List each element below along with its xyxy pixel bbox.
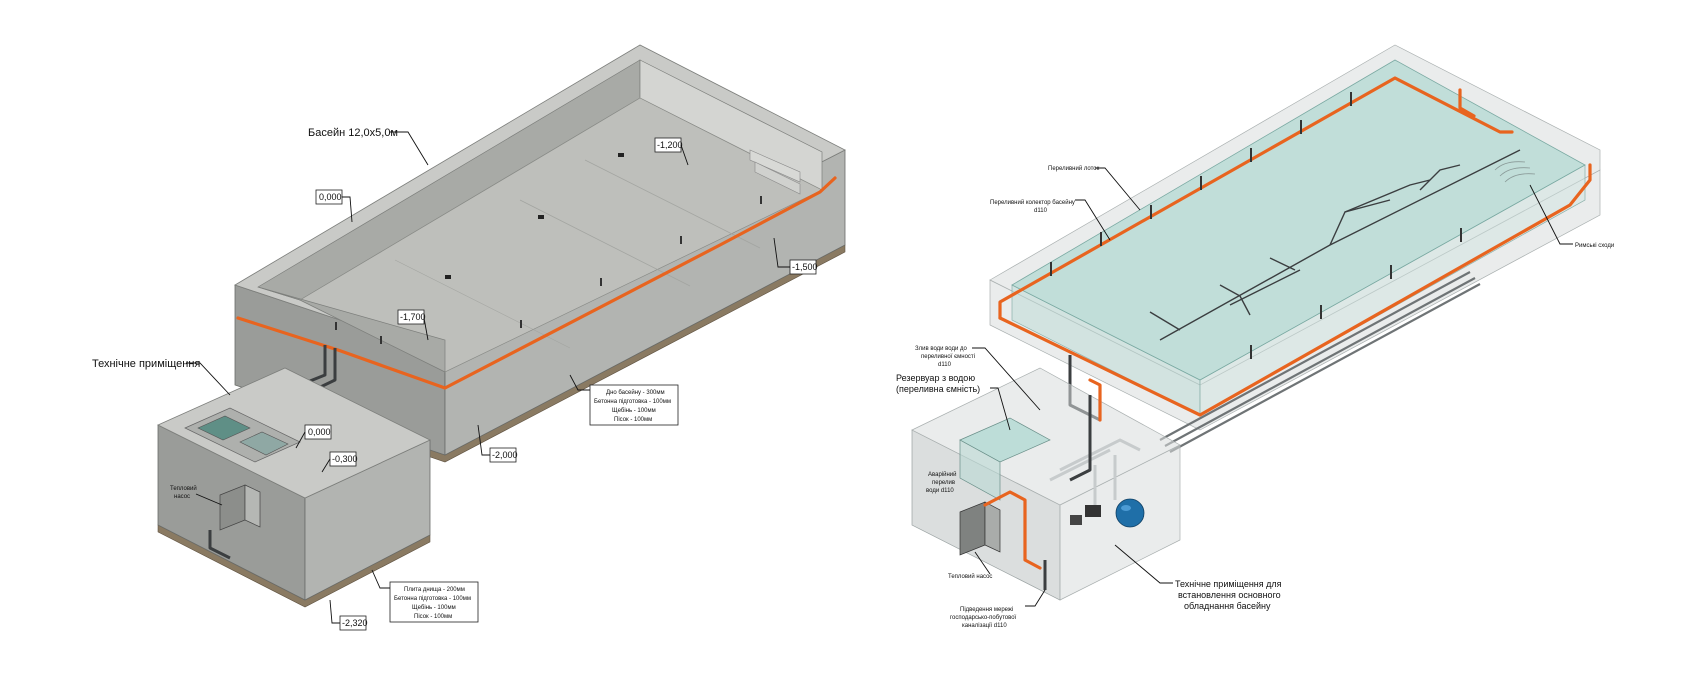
- tech-room-label-right: Технічне приміщення для: [1175, 579, 1282, 589]
- room-level-tag-2320: -2,320: [342, 618, 368, 628]
- level-tag-2000: -2,000: [492, 450, 518, 460]
- drain-label-2: переливної ємності: [921, 354, 975, 360]
- pool-inner-wall-left: [257, 286, 446, 373]
- room-level-tag-0000: 0,000: [308, 427, 331, 437]
- drain-label: Злив води води до: [915, 346, 968, 352]
- right-annotations: Переливний лоток Переливний колектор бас…: [896, 165, 1614, 629]
- tech-room-title-label: Технічне приміщення: [92, 358, 200, 370]
- overflow-collector-pipe: [236, 176, 837, 390]
- pool-title-label: Басейн 12,0х5,0м: [308, 127, 398, 139]
- overflow-collector-label-2: d110: [1034, 208, 1048, 214]
- level-tag-1700: -1,700: [400, 312, 426, 322]
- roman-stairs-label: Римські сходи: [1575, 243, 1614, 249]
- room-roof-ghost: [911, 367, 1181, 506]
- floor-drain: [618, 153, 624, 157]
- tech-room-label-right-2: встановлення основного: [1178, 590, 1281, 600]
- overflow-collector-label: Переливний колектор басейну: [990, 199, 1075, 206]
- right-transparent-pool-model: [989, 44, 1601, 453]
- pool-bottom-spec-box: Дно басейну - 300мм Бетонна підготовка -…: [569, 374, 679, 426]
- reservoir-label-2: (переливна ємність): [896, 384, 980, 394]
- overflow-collector-pipe-right: [998, 163, 1592, 417]
- spec-line: Плита днища - 200мм: [404, 587, 465, 593]
- spec-line: Пісок - 100мм: [414, 614, 452, 620]
- level-tag-1500: -1,500: [792, 262, 818, 272]
- left-annotations: Басейн 12,0х5,0м Технічне приміщення 0,0…: [92, 127, 818, 631]
- tech-room-label-right-3: обладнання басейну: [1184, 601, 1271, 611]
- overflow-gutter-label: Переливний лоток: [1048, 165, 1100, 172]
- emergency-overflow-label-2: перелив: [932, 480, 955, 486]
- left-heat-pump-label-2: насос: [174, 494, 190, 500]
- reservoir-label: Резервуар з водою: [896, 373, 975, 383]
- spec-line: Пісок - 100мм: [614, 417, 652, 423]
- floor-drain: [538, 215, 544, 219]
- filter-tank: [1115, 498, 1145, 528]
- spec-line: Бетонна підготовка - 100мм: [594, 399, 671, 405]
- room-slab-spec-box: Плита днища - 200мм Бетонна підготовка -…: [371, 569, 479, 623]
- spec-line: Дно басейну - 300мм: [606, 389, 665, 396]
- emergency-overflow-label: Аварійний: [928, 471, 957, 478]
- level-tag-0000: 0,000: [319, 192, 342, 202]
- left-concrete-pool-model: [234, 44, 846, 463]
- left-tech-room-model: [157, 367, 431, 608]
- floor-drain: [445, 275, 451, 279]
- level-tag-1200: -1,200: [657, 140, 683, 150]
- emergency-overflow-label-3: води d110: [926, 488, 954, 494]
- spec-line: Бетонна підготовка - 100мм: [394, 596, 471, 602]
- drain-label-3: d110: [938, 362, 952, 368]
- left-heat-pump-label: Тепловий: [170, 485, 197, 492]
- heat-pump-label-right: Тепловий насос: [948, 573, 992, 580]
- room-level-tag-0300: -0,300: [332, 454, 358, 464]
- circulation-pump: [1085, 505, 1101, 517]
- spec-line: Щебінь - 100мм: [612, 408, 656, 414]
- room-roof: [157, 367, 431, 499]
- sewer-label-3: каналізації d110: [962, 623, 1007, 629]
- sewer-label: Підведення мережі: [960, 607, 1013, 613]
- right-tech-room-model: [911, 367, 1181, 601]
- water-surface: [1011, 59, 1586, 381]
- spec-line: Щебінь - 100мм: [412, 605, 456, 611]
- sewer-label-2: господарсько-побутової: [950, 615, 1017, 621]
